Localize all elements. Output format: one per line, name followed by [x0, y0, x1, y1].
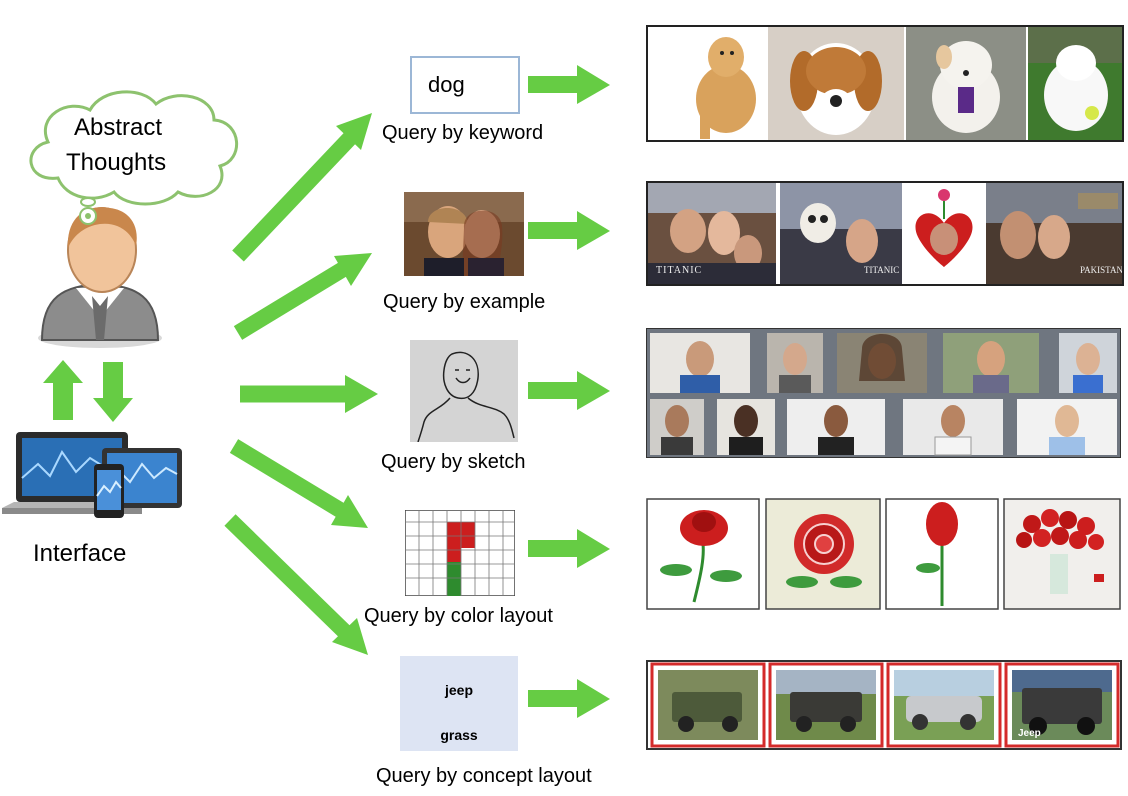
- down-arrow-icon: [93, 362, 133, 422]
- results-sketch-faces: [646, 328, 1121, 458]
- arrow-to-keyword: [232, 113, 372, 262]
- thought-line-2: Thoughts: [66, 149, 167, 176]
- poster-caption-1: TITANIC: [656, 265, 703, 276]
- results-concept-jeeps: Jeep: [646, 660, 1122, 750]
- dog-thumbnails: [648, 27, 1122, 140]
- up-arrow-icon: [43, 360, 83, 420]
- dog-result-4[interactable]: [1028, 27, 1122, 140]
- concept-jeep: jeep: [444, 682, 473, 698]
- poster-result-1[interactable]: [648, 183, 776, 284]
- poster-thumbnails: [648, 183, 1122, 284]
- query-concept-layout-label: Query by concept layout: [376, 765, 592, 787]
- example-query-image[interactable]: [404, 192, 524, 276]
- arrow-to-color-layout: [229, 439, 368, 528]
- rose-result-2[interactable]: [765, 498, 881, 610]
- results-keyword-dogs: [646, 25, 1124, 142]
- color-layout-grid[interactable]: [405, 510, 515, 596]
- keyword-input-value: dog: [428, 72, 465, 97]
- user-avatar-icon: [38, 207, 162, 348]
- keyword-search-input[interactable]: dog: [410, 56, 520, 114]
- query-color-layout-label: Query by color layout: [364, 605, 553, 627]
- arrow-concept-results: [528, 679, 610, 718]
- rose-result-3[interactable]: [885, 498, 999, 610]
- results-example-posters: TITANIC TITANIC PAKISTAN: [646, 181, 1124, 286]
- jeep-caption: Jeep: [1018, 728, 1041, 739]
- poster-caption-3: PAKISTAN: [1080, 265, 1123, 275]
- jeep-result-3[interactable]: [886, 662, 1002, 748]
- jeep-result-4[interactable]: [1004, 662, 1120, 748]
- arrow-sketch-results: [528, 371, 610, 410]
- rose-result-1[interactable]: [646, 498, 760, 610]
- face-row-2: [650, 399, 1117, 456]
- sketch-query-canvas[interactable]: [410, 340, 518, 442]
- rose-result-4[interactable]: [1003, 498, 1121, 610]
- devices-icon: [2, 432, 182, 518]
- dog-result-3[interactable]: [906, 27, 1026, 140]
- results-color-roses: [646, 498, 1121, 610]
- concept-grass: grass: [440, 727, 478, 743]
- poster-result-3[interactable]: [906, 183, 982, 284]
- thought-cloud: Abstract Thoughts: [18, 86, 248, 207]
- dog-result-2[interactable]: [768, 27, 904, 140]
- interface-label: Interface: [33, 540, 127, 567]
- cloud-icon: [29, 90, 238, 207]
- poster-result-4[interactable]: [986, 183, 1122, 284]
- arrow-to-concept-layout: [224, 514, 368, 655]
- query-sketch-label: Query by sketch: [381, 451, 526, 473]
- jeep-result-1[interactable]: [650, 662, 766, 748]
- poster-caption-2: TITANIC: [864, 265, 900, 275]
- arrow-to-example: [233, 253, 372, 340]
- face-row-1: [650, 333, 1117, 393]
- poster-result-2[interactable]: [780, 183, 902, 284]
- face-thumbnails: [650, 333, 1117, 456]
- arrow-to-sketch: [240, 375, 378, 413]
- jeep-thumbnails: [650, 662, 1120, 748]
- query-example-label: Query by example: [383, 291, 546, 313]
- concept-layout-canvas[interactable]: jeep grass: [400, 656, 518, 751]
- dog-result-1[interactable]: [648, 27, 766, 140]
- arrow-color-results: [528, 529, 610, 568]
- jeep-result-2[interactable]: [768, 662, 884, 748]
- arrow-example-results: [528, 211, 610, 250]
- query-keyword-label: Query by keyword: [382, 122, 544, 144]
- arrow-keyword-results: [528, 65, 610, 104]
- thought-line-1: Abstract: [74, 114, 163, 141]
